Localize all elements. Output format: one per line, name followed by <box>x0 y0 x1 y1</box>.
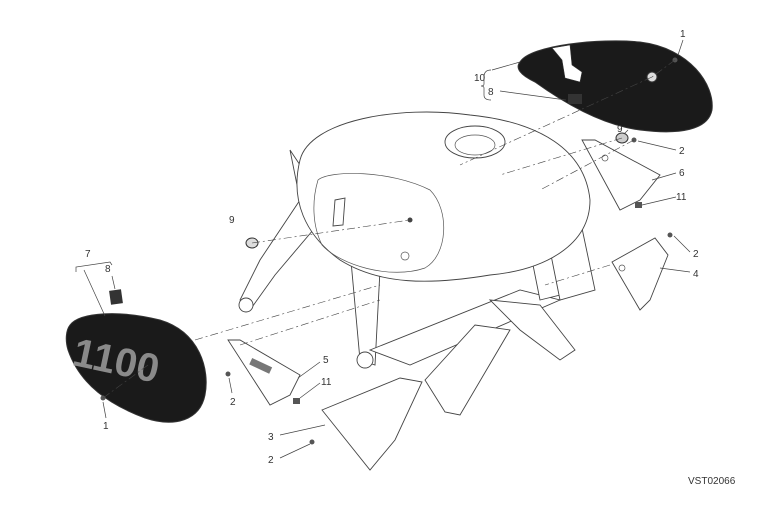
drawing-code: VST02066 <box>688 476 736 487</box>
callouts: 1 10 8 9 2 6 11 9 2 4 7 8 5 11 2 1 3 2 <box>85 29 699 466</box>
bracket-3 <box>321 377 423 471</box>
label-8-part-left <box>109 289 123 305</box>
callout-5: 5 <box>323 355 329 366</box>
callout-9: 9 <box>229 215 235 226</box>
callout-10: 10 <box>474 73 486 84</box>
callout-7: 7 <box>85 249 91 260</box>
right-tank-panel <box>517 40 713 133</box>
callout-2: 2 <box>268 455 274 466</box>
nut-11 <box>293 398 300 404</box>
callout-6: 6 <box>679 168 685 179</box>
lower-covers <box>424 299 576 416</box>
callout-4: 4 <box>693 269 699 280</box>
callout-11: 11 <box>676 192 687 203</box>
screw-2 <box>225 371 231 377</box>
bracket-5 <box>227 339 301 406</box>
mount-hole <box>407 217 413 223</box>
left-tank-panel: 1100 <box>65 313 207 423</box>
fuel-tank <box>296 111 591 282</box>
bracket-6 <box>581 139 661 211</box>
callout-11: 11 <box>321 377 332 388</box>
callout-2: 2 <box>230 397 236 408</box>
bracket-4 <box>611 237 669 311</box>
callout-8: 8 <box>488 87 494 98</box>
screw-2 <box>309 439 315 445</box>
callout-1: 1 <box>680 29 686 40</box>
screw-2 <box>667 232 673 238</box>
callout-2: 2 <box>693 249 699 260</box>
assembly-lines <box>102 59 676 399</box>
callout-9: 9 <box>617 124 623 135</box>
nut-11 <box>635 202 642 208</box>
callout-2: 2 <box>679 146 685 157</box>
label-8-part <box>568 94 582 104</box>
leader-lines <box>75 39 691 459</box>
callout-1: 1 <box>103 421 109 432</box>
callout-8: 8 <box>105 264 111 275</box>
callout-3: 3 <box>268 432 274 443</box>
